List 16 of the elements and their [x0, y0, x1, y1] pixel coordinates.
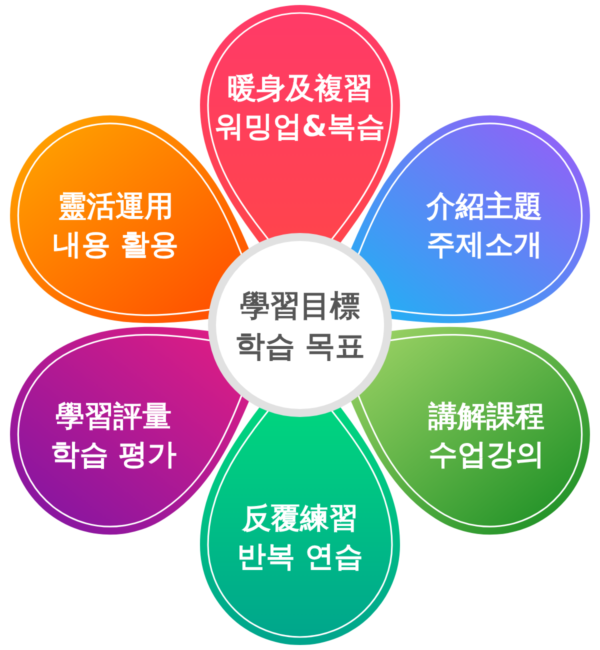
step-subtitle: 워밍업&복습: [214, 108, 386, 145]
step-title: 學習評量: [55, 398, 172, 435]
step-title: 介紹主題: [426, 188, 543, 225]
step-title: 暖身及複習: [228, 70, 372, 107]
step-subtitle: 반복 연습: [236, 538, 364, 575]
step-subtitle: 학습 목표: [234, 328, 366, 366]
step-title: 反覆練習: [242, 500, 358, 537]
step-title: 學習目標: [240, 288, 360, 326]
petal-shape: [200, 5, 400, 244]
step-title: 靈活運用: [57, 188, 174, 225]
step-subtitle: 내용 활용: [52, 226, 179, 263]
step-subtitle: 수업강의: [428, 436, 545, 473]
step-title: 講解課程: [428, 398, 545, 435]
petal-shape: [200, 406, 400, 645]
step-subtitle: 주제소개: [426, 226, 543, 263]
step-subtitle: 학습 평가: [50, 436, 177, 473]
